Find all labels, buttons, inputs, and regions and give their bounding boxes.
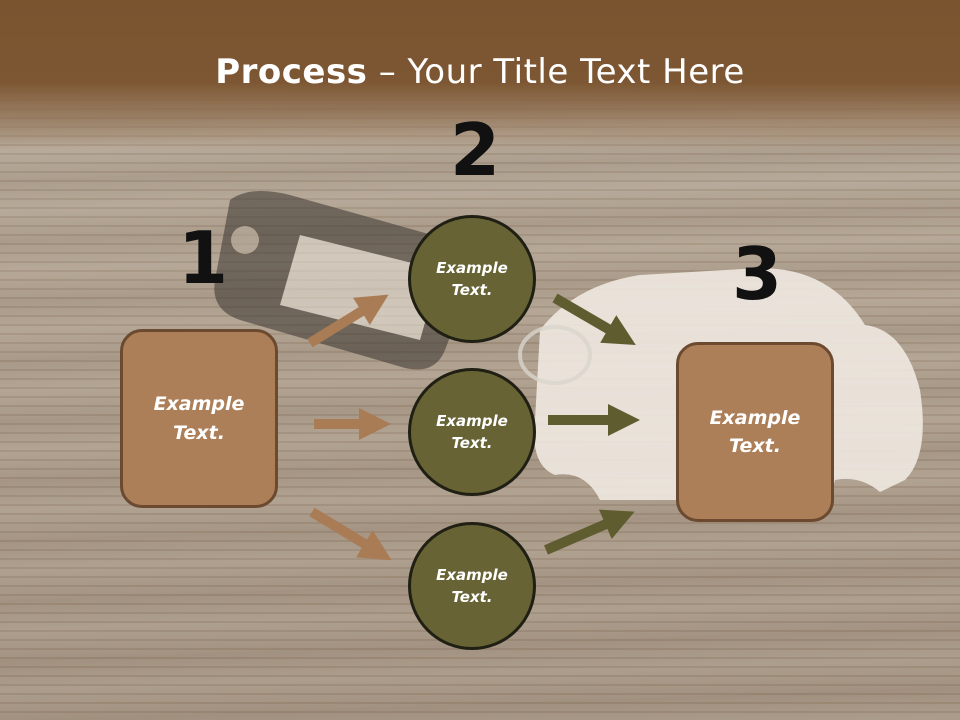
circle-node-bottom[interactable]: Example Text. xyxy=(408,522,536,650)
circle-bottom-text: Example Text. xyxy=(436,565,508,607)
title-banner xyxy=(0,0,960,150)
right-process-box[interactable]: Example Text. xyxy=(676,342,834,522)
circle-node-middle[interactable]: Example Text. xyxy=(408,368,536,496)
step-number-3: 3 xyxy=(732,232,783,316)
left-process-box[interactable]: Example Text. xyxy=(120,329,278,508)
circle-node-top[interactable]: Example Text. xyxy=(408,215,536,343)
arrow-top-to-right-box xyxy=(552,293,636,346)
right-box-text: Example Text. xyxy=(709,406,801,458)
title-bold: Process xyxy=(215,52,368,92)
slide-title: Process – Your Title Text Here xyxy=(0,52,960,92)
step-number-2: 2 xyxy=(450,108,501,192)
left-box-text: Example Text. xyxy=(153,393,245,444)
step-number-1: 1 xyxy=(178,216,229,300)
title-rest: – Your Title Text Here xyxy=(367,52,745,92)
arrow-bottom-to-right-box xyxy=(544,509,635,555)
circle-top-text: Example Text. xyxy=(436,258,508,300)
circle-mid-text: Example Text. xyxy=(436,411,508,453)
arrow-to-bottom-circle xyxy=(309,507,392,561)
arrow-to-top-circle xyxy=(307,294,389,348)
